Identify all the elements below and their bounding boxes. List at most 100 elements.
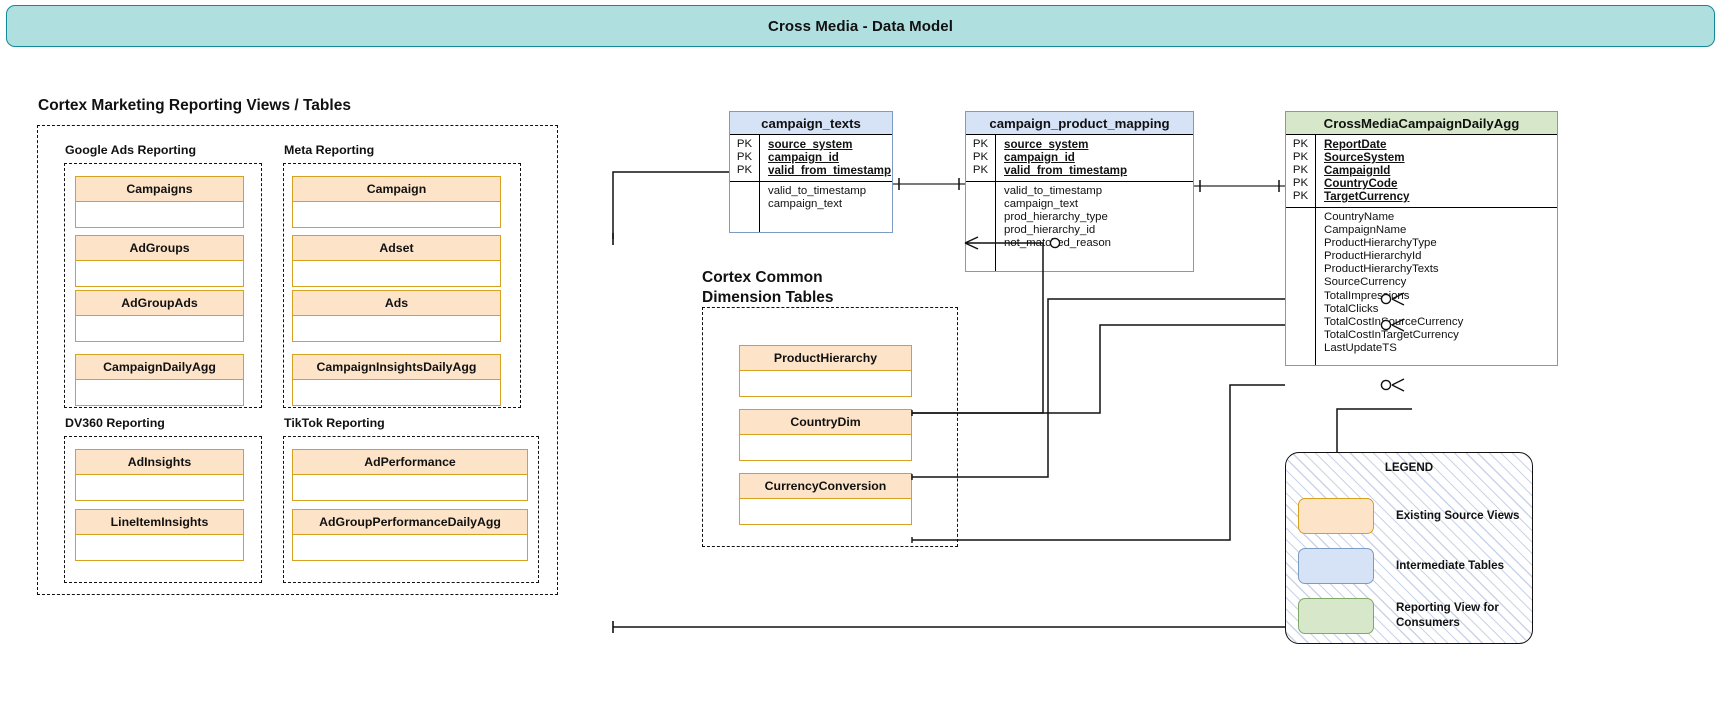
entity-currencyconversion[interactable]: CurrencyConversion (739, 473, 912, 525)
legend-swatch-orange (1298, 498, 1374, 534)
legend-title: LEGEND (1384, 461, 1434, 474)
entity-adset[interactable]: Adset (292, 235, 501, 287)
pk-field: CountryCode (1324, 177, 1398, 190)
cortex-marketing-container (37, 125, 558, 595)
entity-body (740, 371, 911, 396)
attribute: not_matched_reason (1004, 237, 1112, 250)
entity-body (293, 535, 527, 560)
legend-item-source-views: Existing Source Views (1298, 498, 1520, 534)
attribute: LastUpdateTS (1324, 341, 1397, 354)
entity-campaigns[interactable]: Campaigns (75, 176, 244, 228)
er-key-marker-column (730, 182, 760, 232)
attribute: SourceCurrency (1324, 276, 1407, 289)
er-key-marker-column: PK PK PK (966, 135, 996, 181)
pk-field: valid_from_timestamp (768, 164, 892, 177)
entity-campaigndailyagg[interactable]: CampaignDailyAgg (75, 354, 244, 406)
legend-item-intermediate-tables: Intermediate Tables (1298, 548, 1504, 584)
entity-body (293, 316, 500, 341)
pk-marker: PK (972, 151, 989, 163)
group-box-tiktok (283, 436, 539, 583)
entity-adgroupads[interactable]: AdGroupAds (75, 290, 244, 342)
pk-field: CampaignId (1324, 164, 1391, 177)
pk-marker: PK (736, 151, 753, 163)
group-title-dv360: DV360 Reporting (65, 416, 165, 430)
entity-body (76, 261, 243, 286)
pk-field: source_system (768, 138, 853, 151)
entity-campaign[interactable]: Campaign (292, 176, 501, 228)
pk-marker: PK (1292, 138, 1309, 150)
er-key-field-column: source_system campaign_id valid_from_tim… (760, 135, 892, 181)
entity-body (740, 435, 911, 460)
pk-marker: PK (1292, 190, 1309, 202)
pk-field: SourceSystem (1324, 151, 1405, 164)
attribute: ProductHierarchyType (1324, 237, 1437, 250)
entity-adinsights[interactable]: AdInsights (75, 449, 244, 501)
pk-marker: PK (1292, 177, 1309, 189)
pk-field: TargetCurrency (1324, 190, 1410, 203)
attribute: valid_to_timestamp (1004, 185, 1103, 197)
group-title-meta: Meta Reporting (284, 143, 375, 157)
pk-marker: PK (972, 164, 989, 176)
attribute: TotalClicks (1324, 302, 1379, 315)
entity-title: AdGroupPerformanceDailyAgg (293, 510, 527, 535)
attribute: TotalImpressions (1324, 289, 1410, 302)
connector-currencyconversion-to-crossmedia (912, 384, 1285, 541)
entity-title: CampaignDailyAgg (76, 355, 243, 380)
entity-body (76, 475, 243, 500)
pk-marker: PK (1292, 151, 1309, 163)
group-box-dv360 (64, 436, 262, 583)
group-box-google-ads (64, 163, 262, 408)
entity-title: Adset (293, 236, 500, 261)
er-table-title: campaign_texts (730, 112, 892, 135)
entity-title: AdPerformance (293, 450, 527, 475)
attribute: TotalCostInSourceCurrency (1324, 315, 1464, 328)
entity-countrydim[interactable]: CountryDim (739, 409, 912, 461)
er-key-marker-column (1286, 208, 1316, 365)
connector-countrydim-to-crossmedia (912, 298, 1285, 478)
entity-title: AdInsights (76, 450, 243, 475)
entity-adperformance[interactable]: AdPerformance (292, 449, 528, 501)
er-primary-key-block: PK PK PK source_system campaign_id valid… (730, 135, 892, 182)
pk-marker: PK (736, 138, 753, 150)
legend-label: Intermediate Tables (1396, 558, 1505, 572)
er-key-field-column: ReportDate SourceSystem CampaignId Count… (1316, 135, 1557, 207)
entity-campaigninsightsdailyagg[interactable]: CampaignInsightsDailyAgg (292, 354, 501, 406)
entity-body (76, 316, 243, 341)
er-key-field-column: source_system campaign_id valid_from_tim… (996, 135, 1193, 181)
attribute: ProductHierarchyId (1324, 250, 1422, 263)
er-table-title: campaign_product_mapping (966, 112, 1193, 135)
entity-body (293, 202, 500, 227)
attribute: CountryName (1324, 211, 1395, 223)
entity-producthierarchy[interactable]: ProductHierarchy (739, 345, 912, 397)
entity-lineiteminsights[interactable]: LineItemInsights (75, 509, 244, 561)
entity-title: ProductHierarchy (740, 346, 911, 371)
legend-swatch-blue (1298, 548, 1374, 584)
er-key-marker-column (966, 182, 996, 271)
pk-field: campaign_id (1004, 151, 1075, 164)
legend-swatch-green (1298, 598, 1374, 634)
er-table-title: CrossMediaCampaignDailyAgg (1286, 112, 1557, 135)
pk-field: source_system (1004, 138, 1089, 151)
er-key-marker-column: PK PK PK (730, 135, 760, 181)
diagram-title: Cross Media - Data Model (768, 17, 953, 35)
legend-label: Existing Source Views (1396, 508, 1520, 522)
attribute: prod_hierarchy_type (1004, 211, 1108, 224)
er-table-campaign-product-mapping[interactable]: campaign_product_mapping PK PK PK source… (965, 111, 1194, 272)
entity-adgroupperformancedailyagg[interactable]: AdGroupPerformanceDailyAgg (292, 509, 528, 561)
pk-field: campaign_id (768, 151, 839, 164)
er-table-crossmediacampaigndailyagg[interactable]: CrossMediaCampaignDailyAgg PK PK PK PK P… (1285, 111, 1558, 366)
attribute: TotalCostInTargetCurrency (1324, 328, 1459, 341)
diagram-title-bar: Cross Media - Data Model (6, 5, 1715, 47)
entity-body (76, 535, 243, 560)
left-section-title: Cortex Marketing Reporting Views / Table… (38, 97, 351, 114)
er-table-campaign-texts[interactable]: campaign_texts PK PK PK source_system ca… (729, 111, 893, 233)
attribute: campaign_text (768, 198, 843, 211)
er-primary-key-block: PK PK PK PK PK ReportDate SourceSystem C… (1286, 135, 1557, 208)
entity-title: Ads (293, 291, 500, 316)
dimension-section-title: Cortex Common Dimension Tables (702, 269, 834, 307)
entity-ads[interactable]: Ads (292, 290, 501, 342)
er-attribute-column: CountryName CampaignName ProductHierarch… (1316, 208, 1557, 365)
entity-adgroups[interactable]: AdGroups (75, 235, 244, 287)
entity-title: LineItemInsights (76, 510, 243, 535)
